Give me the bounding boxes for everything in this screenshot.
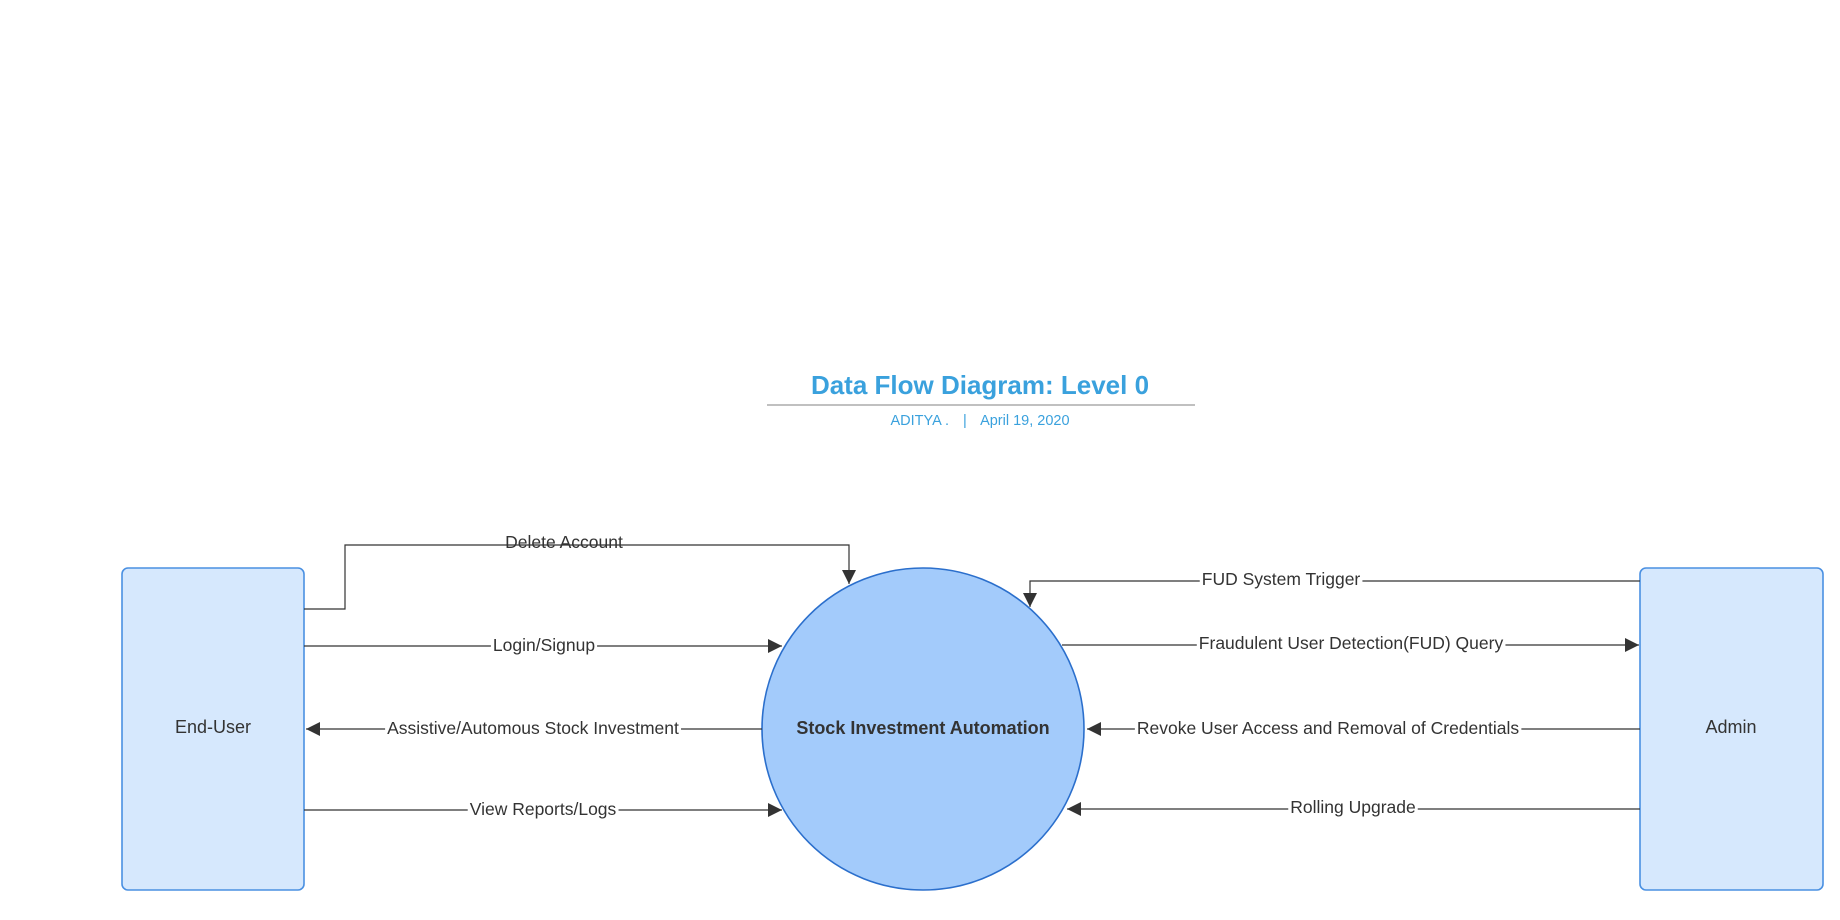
byline-separator: |: [963, 413, 967, 429]
flow-fud-query[interactable]: Fraudulent User Detection(FUD) Query: [1062, 632, 1639, 654]
flow-login-signup[interactable]: Login/Signup: [304, 634, 782, 656]
fud-query-label: Fraudulent User Detection(FUD) Query: [1199, 633, 1504, 653]
view-reports-label: View Reports/Logs: [470, 799, 617, 819]
rolling-upgrade-label-bg: [1288, 796, 1418, 818]
diagram-header: Data Flow Diagram: Level 0 ADITYA . | Ap…: [767, 370, 1195, 429]
process-stock-investment-automation[interactable]: Stock Investment Automation: [761, 567, 1085, 891]
diagram-date: April 19, 2020: [980, 413, 1069, 429]
revoke-access-label-bg: [1134, 717, 1522, 739]
diagram-byline: ADITYA . | April 19, 2020: [890, 413, 1069, 429]
entity-admin[interactable]: Admin: [1639, 567, 1824, 891]
delete-account-label: Delete Account: [505, 532, 623, 552]
flow-assistive-investment[interactable]: Assistive/Automous Stock Investment: [306, 717, 762, 739]
flow-delete-account[interactable]: Delete Account: [304, 532, 856, 610]
flow-fud-system-trigger[interactable]: FUD System Trigger: [1023, 568, 1640, 607]
delete-account-arrow[interactable]: [304, 544, 856, 610]
end-user-box[interactable]: [121, 567, 305, 891]
login-signup-label-bg: [490, 634, 598, 656]
assistive-investment-label: Assistive/Automous Stock Investment: [387, 718, 679, 738]
flow-revoke-access[interactable]: Revoke User Access and Removal of Creden…: [1087, 717, 1640, 739]
fud-query-label-bg: [1196, 632, 1506, 654]
entity-end-user[interactable]: End-User: [121, 567, 305, 891]
login-signup-label: Login/Signup: [493, 635, 595, 655]
revoke-access-label: Revoke User Access and Removal of Creden…: [1137, 718, 1520, 738]
diagram-title: Data Flow Diagram: Level 0: [811, 370, 1149, 400]
admin-label: Admin: [1705, 717, 1756, 737]
end-user-label: End-User: [175, 717, 251, 737]
fud-trigger-label: FUD System Trigger: [1202, 569, 1361, 589]
assistive-investment-label-bg: [385, 717, 682, 739]
process-label: Stock Investment Automation: [796, 718, 1049, 738]
flow-view-reports[interactable]: View Reports/Logs: [304, 798, 782, 820]
author-name: ADITYA .: [890, 413, 949, 429]
fud-trigger-arrow[interactable]: [1023, 580, 1640, 607]
view-reports-label-bg: [467, 798, 619, 820]
flow-rolling-upgrade[interactable]: Rolling Upgrade: [1067, 796, 1640, 818]
fud-trigger-label-bg: [1199, 568, 1363, 590]
rolling-upgrade-label: Rolling Upgrade: [1290, 797, 1416, 817]
